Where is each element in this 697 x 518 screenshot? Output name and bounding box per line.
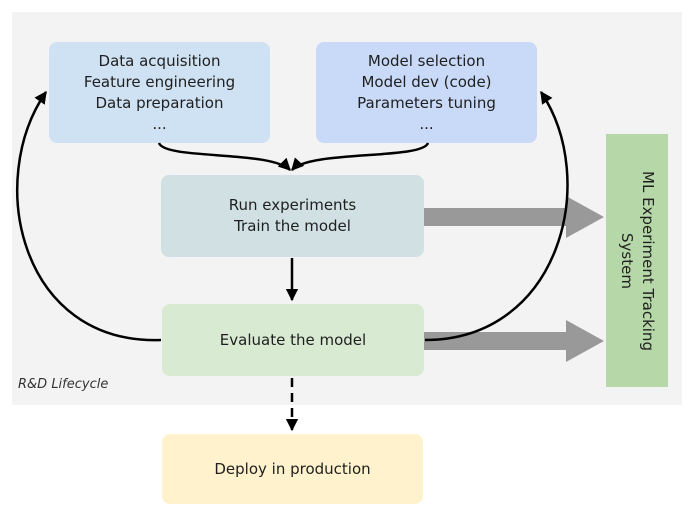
data-preparation-box: Data acquisition Feature engineering Dat… — [49, 42, 270, 143]
deploy-production-box: Deploy in production — [162, 434, 423, 504]
evaluate-to-tracking-arrow — [424, 320, 604, 362]
ml-experiment-tracking-box — [606, 134, 668, 387]
run-experiments-box: Run experiments Train the model — [161, 175, 424, 257]
evaluate-to-data-loop-arrow — [16, 90, 162, 342]
deploy-label: Deploy in production — [214, 459, 371, 478]
data-line-2: Feature engineering — [83, 72, 236, 91]
data-to-run-arrow — [157, 142, 291, 171]
model-line-2: Model dev (code) — [361, 72, 492, 91]
evaluate-model-box: Evaluate the model — [162, 304, 424, 376]
model-line-3: Parameters tuning — [357, 93, 496, 112]
run-line-2: Train the model — [234, 217, 351, 235]
run-to-tracking-arrow — [424, 196, 604, 238]
rd-lifecycle-label: R&D Lifecycle — [18, 377, 109, 392]
evaluate-to-model-loop-arrow — [424, 90, 569, 342]
run-line-1: Run experiments — [228, 196, 357, 214]
model-line-1: Model selection — [367, 51, 486, 70]
data-line-1: Data acquisition — [98, 51, 221, 70]
evaluate-label: Evaluate the model — [219, 330, 367, 349]
model-to-run-arrow — [291, 142, 430, 171]
model-line-4: ... — [419, 114, 434, 133]
data-line-4: ... — [152, 114, 167, 133]
data-line-3: Data preparation — [95, 93, 224, 112]
model-selection-box: Model selection Model dev (code) Paramet… — [316, 42, 537, 143]
